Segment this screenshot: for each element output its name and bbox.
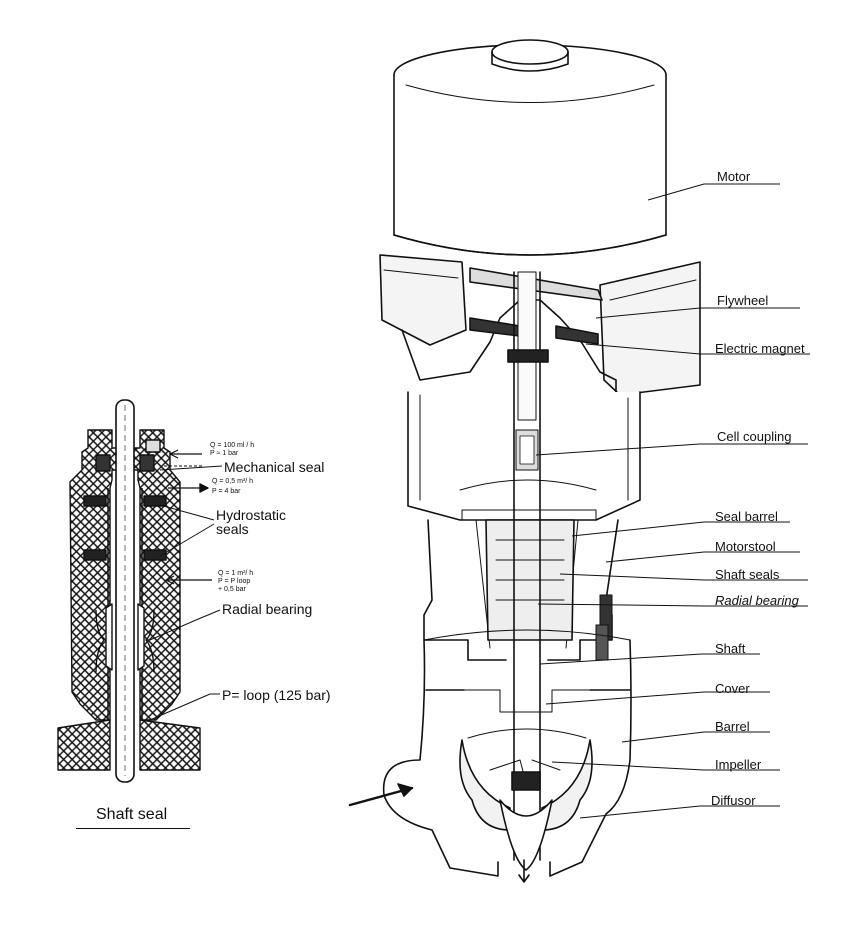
label-seal-barrel: Seal barrel xyxy=(715,509,778,524)
note-low-pressure: P = P loop xyxy=(218,578,251,585)
label-motorstool: Motorstool xyxy=(715,539,776,554)
label-mechanical-seal: Mechanical seal xyxy=(224,459,325,475)
label-flywheel: Flywheel xyxy=(717,293,769,308)
label-cover: Cover xyxy=(715,681,750,696)
note-low-delta: + 0,5 bar xyxy=(218,586,246,593)
label-seals: seals xyxy=(216,521,249,537)
label-electric-magnet: Electric magnet xyxy=(715,341,805,356)
label-motor: Motor xyxy=(717,169,751,184)
note-top-pressure: P ≈ 1 bar xyxy=(210,450,239,457)
caption-shaft-seal: Shaft seal xyxy=(96,806,168,823)
label-hydrostatic: Hydrostatic xyxy=(216,507,287,523)
note-mid-pressure: P = 4 bar xyxy=(212,488,241,495)
caption-underline xyxy=(76,828,190,829)
note-top-flow: Q = 100 ml / h xyxy=(210,442,255,449)
label-shaft: Shaft xyxy=(715,641,746,656)
note-mid-flow: Q = 0,5 m³/ h xyxy=(212,478,254,485)
label-seal-radial-bearing: Radial bearing xyxy=(222,601,313,617)
label-radial-bearing: Radial bearing xyxy=(715,593,799,608)
label-shaft-seals: Shaft seals xyxy=(715,567,780,582)
label-impeller: Impeller xyxy=(715,757,762,772)
label-barrel: Barrel xyxy=(715,719,750,734)
label-cell-coupling: Cell coupling xyxy=(717,429,792,444)
note-low-flow: Q = 1 m³/ h xyxy=(218,570,254,577)
label-diffusor: Diffusor xyxy=(711,793,756,808)
label-pressure-loop: P= loop (125 bar) xyxy=(222,687,331,703)
